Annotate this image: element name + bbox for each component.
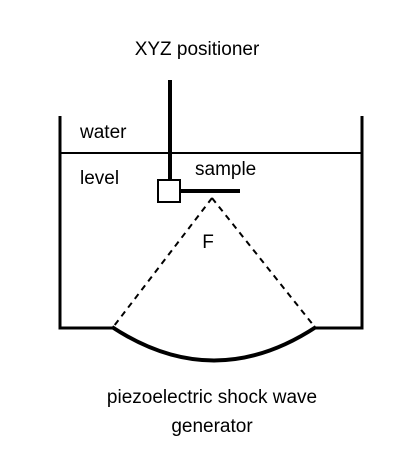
generator-curved-surface: [110, 325, 318, 363]
sample-label: sample: [195, 159, 256, 180]
level-label: level: [80, 168, 119, 189]
sample-holder: [157, 179, 181, 203]
focus-cone-left: [113, 197, 213, 327]
generator-label-line1: piezoelectric shock wave: [107, 387, 317, 408]
tank-left-wall: [58, 116, 114, 330]
generator-label-line2: generator: [171, 416, 253, 437]
tank-right-wall: [314, 116, 364, 330]
positioner-label: XYZ positioner: [135, 39, 260, 60]
water-label: water: [79, 122, 127, 143]
focus-cone-right: [211, 197, 315, 327]
focus-label: F: [202, 232, 214, 253]
